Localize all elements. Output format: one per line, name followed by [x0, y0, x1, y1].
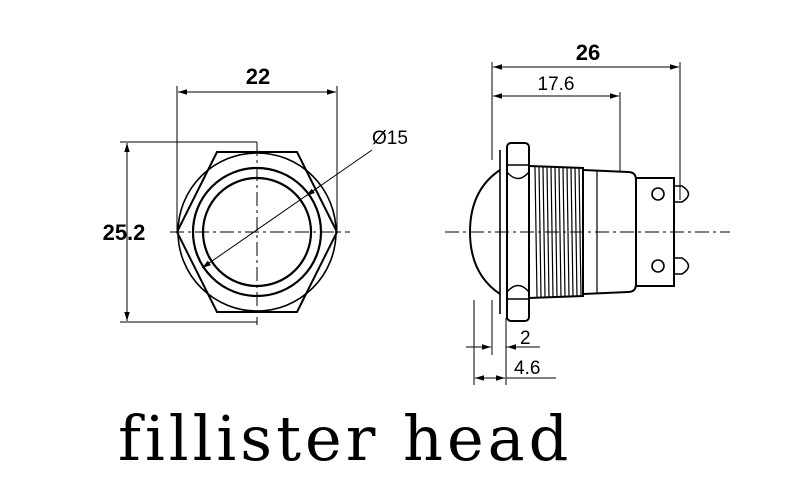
- head-inner-ring: [201, 176, 313, 288]
- terminal-upper: [674, 185, 690, 203]
- thread-line: [574, 166, 578, 298]
- head-outer-ring: [191, 166, 323, 298]
- hex-chamfer-circle: [177, 152, 337, 312]
- thread-line: [538, 166, 542, 298]
- body-length-label: 17.6: [538, 74, 575, 95]
- thread-line: [566, 166, 570, 298]
- thread-line: [534, 166, 538, 298]
- width-label: 22: [246, 64, 270, 89]
- overall-length-label: 26: [576, 40, 600, 65]
- thread-line: [578, 166, 582, 298]
- side-view: [445, 62, 730, 385]
- diameter-leader-end: [305, 185, 321, 197]
- thread-line: [546, 166, 550, 298]
- terminal-lower-hole: [651, 259, 665, 273]
- nut-face-mid-top: [506, 171, 530, 180]
- height-label: 25.2: [103, 220, 146, 245]
- diameter-leader: [201, 149, 373, 269]
- nut-side: [506, 142, 530, 322]
- nut-face-mid-bottom: [506, 284, 530, 293]
- flange-label: 2: [520, 328, 531, 349]
- threaded-body: [528, 165, 584, 299]
- head-thickness-label: 4.6: [514, 358, 540, 379]
- thread-line: [570, 166, 574, 298]
- thread-line: [554, 166, 558, 298]
- thread-line: [558, 166, 562, 298]
- thread-line: [562, 166, 566, 298]
- hex-nut-outline: [175, 151, 339, 313]
- terminal-lower: [674, 257, 690, 275]
- thread-outline: [528, 165, 584, 299]
- diameter-label: Ø15: [372, 128, 408, 149]
- terminal-upper-hole: [651, 187, 665, 201]
- thread-line: [550, 166, 554, 298]
- thread-line: [542, 166, 546, 298]
- domed-head: [468, 169, 501, 295]
- terminal-block: [635, 177, 675, 287]
- caption: fillister head: [118, 402, 573, 475]
- front-view: [120, 86, 373, 325]
